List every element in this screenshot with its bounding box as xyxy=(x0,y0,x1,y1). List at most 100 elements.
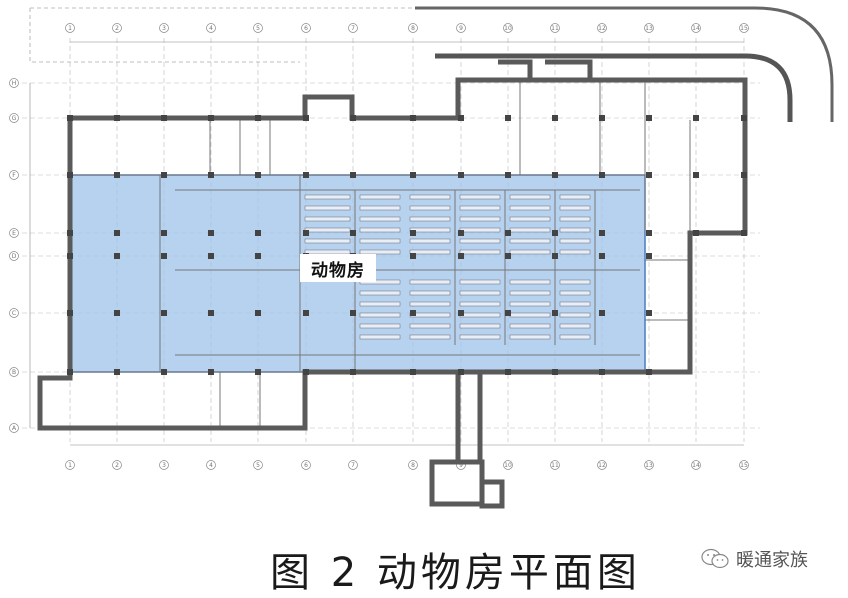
column xyxy=(303,172,309,178)
structural-columns xyxy=(67,115,747,375)
axis-label: E xyxy=(12,230,16,237)
column xyxy=(114,369,120,375)
floor-plan: 1122334455667788991010111112121313141415… xyxy=(9,6,834,509)
column xyxy=(552,253,558,259)
axis-bubble xyxy=(9,228,19,238)
column xyxy=(458,172,464,178)
cage-rack xyxy=(509,227,551,233)
column xyxy=(646,115,652,121)
axis-label: 12 xyxy=(598,25,606,32)
cage-rack xyxy=(509,312,551,318)
column xyxy=(114,230,120,236)
axis-label: 3 xyxy=(162,25,166,32)
cage-rack xyxy=(559,205,591,211)
cage-rack xyxy=(359,205,401,211)
column xyxy=(67,310,73,316)
cage-rack xyxy=(459,216,501,222)
axis-label: 13 xyxy=(645,462,653,469)
cage-rack xyxy=(509,205,551,211)
cage-rack xyxy=(459,290,501,296)
cage-rack xyxy=(304,205,351,211)
axis-bubble xyxy=(112,23,122,33)
axis-label: 9 xyxy=(459,462,463,469)
cage-rack xyxy=(559,301,591,307)
column xyxy=(114,253,120,259)
axis-label: F xyxy=(12,172,16,179)
column xyxy=(599,115,605,121)
axis-bubble xyxy=(456,23,466,33)
cage-rack xyxy=(459,279,501,285)
column xyxy=(599,310,605,316)
axis-label: 10 xyxy=(504,462,512,469)
cage-rack xyxy=(409,323,451,329)
axis-bubble xyxy=(9,251,19,261)
cage-rack xyxy=(509,290,551,296)
cage-rack xyxy=(304,216,351,222)
axis-label: 15 xyxy=(740,25,748,32)
axis-bubble xyxy=(408,23,418,33)
cage-rack xyxy=(409,238,451,244)
cage-rack xyxy=(359,312,401,318)
column xyxy=(410,253,416,259)
column xyxy=(350,310,356,316)
axis-bubble xyxy=(691,23,701,33)
axis-label: 10 xyxy=(504,25,512,32)
column xyxy=(208,369,214,375)
column xyxy=(693,230,699,236)
cage-rack xyxy=(559,334,591,340)
axis-bubble xyxy=(550,460,560,470)
cage-rack xyxy=(409,249,451,255)
axis-label: 9 xyxy=(459,25,463,32)
axis-label: 14 xyxy=(692,25,700,32)
axis-bubble xyxy=(739,23,749,33)
column xyxy=(350,230,356,236)
column xyxy=(599,230,605,236)
column xyxy=(741,172,747,178)
column xyxy=(505,115,511,121)
axis-label: 13 xyxy=(645,25,653,32)
cage-rack xyxy=(359,301,401,307)
axis-bubble xyxy=(9,113,19,123)
axis-label: 11 xyxy=(551,25,559,32)
column xyxy=(67,253,73,259)
column xyxy=(67,369,73,375)
column xyxy=(410,369,416,375)
cage-rack xyxy=(459,312,501,318)
axis-bubble xyxy=(9,170,19,180)
axis-bubble xyxy=(159,460,169,470)
column xyxy=(646,172,652,178)
axis-label: 11 xyxy=(551,462,559,469)
cage-rack xyxy=(409,301,451,307)
cage-rack xyxy=(459,334,501,340)
axis-label: 5 xyxy=(256,462,260,469)
column xyxy=(255,253,261,259)
column xyxy=(646,310,652,316)
column xyxy=(458,115,464,121)
axis-bubble xyxy=(597,23,607,33)
column xyxy=(410,172,416,178)
cage-rack xyxy=(559,238,591,244)
axis-label: 3 xyxy=(162,462,166,469)
column xyxy=(505,172,511,178)
column xyxy=(552,172,558,178)
column xyxy=(646,369,652,375)
column xyxy=(741,230,747,236)
axis-label: 2 xyxy=(115,25,119,32)
cage-rack xyxy=(359,227,401,233)
cage-rack xyxy=(559,279,591,285)
cage-rack xyxy=(559,323,591,329)
column xyxy=(599,172,605,178)
cage-rack xyxy=(409,205,451,211)
cage-rack xyxy=(509,279,551,285)
axis-label: A xyxy=(12,425,17,432)
cage-rack xyxy=(459,323,501,329)
axis-label: 6 xyxy=(304,25,308,32)
column xyxy=(599,369,605,375)
axis-bubble xyxy=(9,423,19,433)
axis-bubble xyxy=(644,23,654,33)
axis-bubble xyxy=(348,460,358,470)
cage-rack xyxy=(509,238,551,244)
axis-label: 7 xyxy=(351,462,355,469)
cage-rack xyxy=(559,290,591,296)
cage-rack xyxy=(409,216,451,222)
